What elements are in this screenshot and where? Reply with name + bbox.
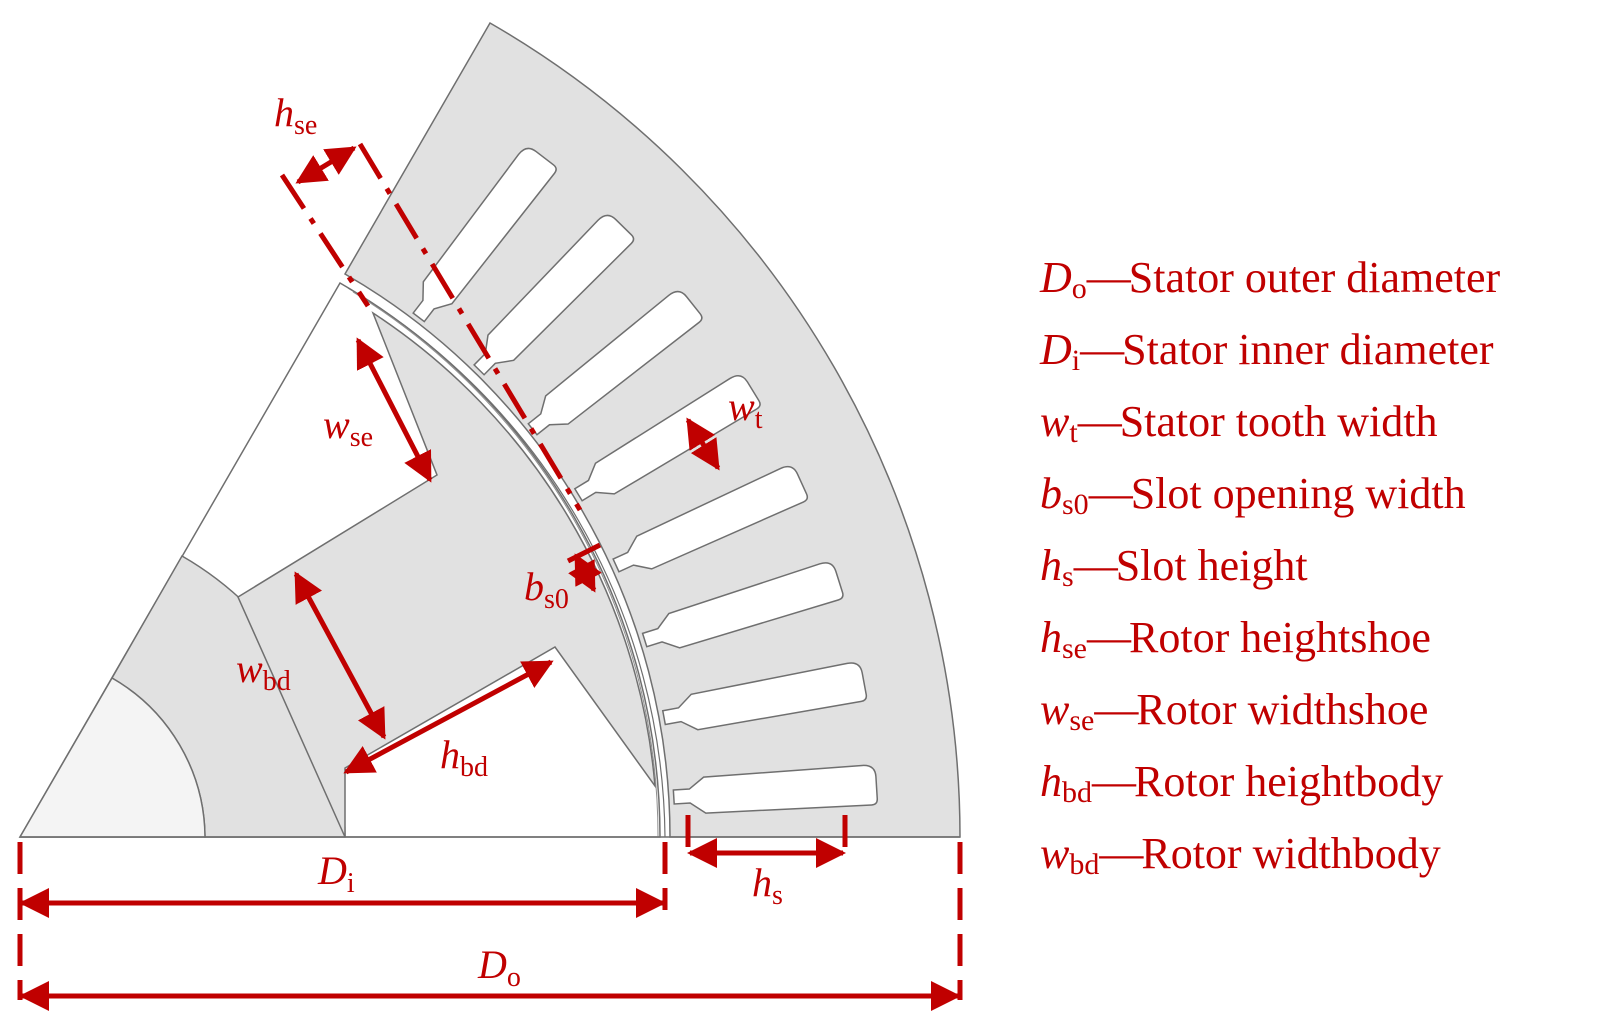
- legend-item: bs0—Slot opening width: [1040, 468, 1466, 528]
- legend-dash: —: [1077, 397, 1122, 446]
- legend-dash: —: [1088, 469, 1133, 518]
- legend-symbol: h: [1040, 613, 1062, 662]
- label-bs0: bs0: [524, 564, 569, 615]
- legend-text: Rotor heightbody: [1134, 757, 1444, 806]
- legend-dash: —: [1073, 541, 1118, 590]
- legend-item: wt—Stator tooth width: [1040, 396, 1437, 456]
- legend-item: Do—Stator outer diameter: [1040, 252, 1500, 312]
- stator-slot: [641, 562, 844, 649]
- hse-reference-lines: [279, 142, 583, 512]
- stator-slot: [661, 662, 868, 731]
- label-wse: wse: [323, 402, 373, 453]
- legend-item: hs—Slot height: [1040, 540, 1308, 600]
- legend-symbol: h: [1040, 757, 1062, 806]
- label-Do: Do: [477, 942, 521, 993]
- legend-text: Stator tooth width: [1119, 397, 1438, 446]
- stator-slot: [473, 214, 635, 376]
- label-hs: hs: [752, 860, 783, 911]
- bs0-tick: [566, 542, 602, 564]
- legend-subscript: s: [1062, 560, 1074, 593]
- legend-subscript: s0: [1062, 488, 1089, 521]
- label-hse: hse: [274, 90, 317, 141]
- legend-item: wse—Rotor widthshoe: [1040, 684, 1428, 744]
- legend-dash: —: [1099, 829, 1143, 878]
- dimension-arrows: [18, 145, 961, 1011]
- legend-subscript: se: [1062, 632, 1087, 665]
- rotor-shaft: [18, 676, 206, 838]
- arrow-bs0: [568, 553, 602, 593]
- legend-item: Di—Stator inner diameter: [1040, 324, 1494, 384]
- legend-text: Rotor widthbody: [1141, 829, 1441, 878]
- label-Di: Di: [317, 848, 355, 899]
- legend-symbol: D: [1040, 253, 1072, 302]
- legend-dash: —: [1086, 253, 1131, 302]
- legend-symbol: w: [1040, 685, 1070, 734]
- legend-text: Slot height: [1115, 541, 1308, 590]
- label-wbd: wbd: [236, 646, 291, 697]
- legend-subscript: se: [1069, 704, 1095, 737]
- legend-item: hse—Rotor heightshoe: [1040, 612, 1431, 672]
- legend-symbol: h: [1040, 541, 1062, 590]
- legend-subscript: i: [1071, 344, 1081, 377]
- arrow-hse: [295, 145, 357, 185]
- legend-dash: —: [1094, 685, 1138, 734]
- arrow-wse: [355, 337, 433, 483]
- legend-dash: —: [1087, 613, 1131, 662]
- legend-text: Stator outer diameter: [1128, 253, 1501, 302]
- legend-text: Stator inner diameter: [1122, 325, 1494, 374]
- legend-dash: —: [1092, 757, 1136, 806]
- label-hbd: hbd: [440, 732, 488, 783]
- stator-slot: [527, 290, 703, 436]
- stator-slot: [412, 147, 557, 323]
- legend-subscript: o: [1071, 272, 1087, 305]
- label-wt: wt: [728, 384, 763, 435]
- arrow-wt: [685, 417, 721, 471]
- legend-symbol: b: [1040, 469, 1062, 518]
- stator-slot: [612, 465, 809, 573]
- legend-item: hbd—Rotor heightbody: [1040, 756, 1443, 816]
- stator-slots: [412, 147, 879, 814]
- legend-subscript: t: [1069, 416, 1078, 449]
- legend-text: Rotor heightshoe: [1129, 613, 1431, 662]
- stator-slot: [672, 764, 879, 814]
- legend-text: Slot opening width: [1130, 469, 1466, 518]
- legend-text: Rotor widthshoe: [1136, 685, 1429, 734]
- legend-subscript: bd: [1062, 776, 1092, 809]
- stator-slot: [573, 374, 761, 502]
- legend-symbol: w: [1040, 397, 1070, 446]
- legend-symbol: w: [1040, 829, 1070, 878]
- legend-subscript: bd: [1069, 848, 1100, 881]
- legend-dash: —: [1080, 325, 1124, 374]
- legend-symbol: D: [1040, 325, 1072, 374]
- arrow-hbd: [343, 659, 554, 775]
- legend-item: wbd—Rotor widthbody: [1040, 828, 1441, 888]
